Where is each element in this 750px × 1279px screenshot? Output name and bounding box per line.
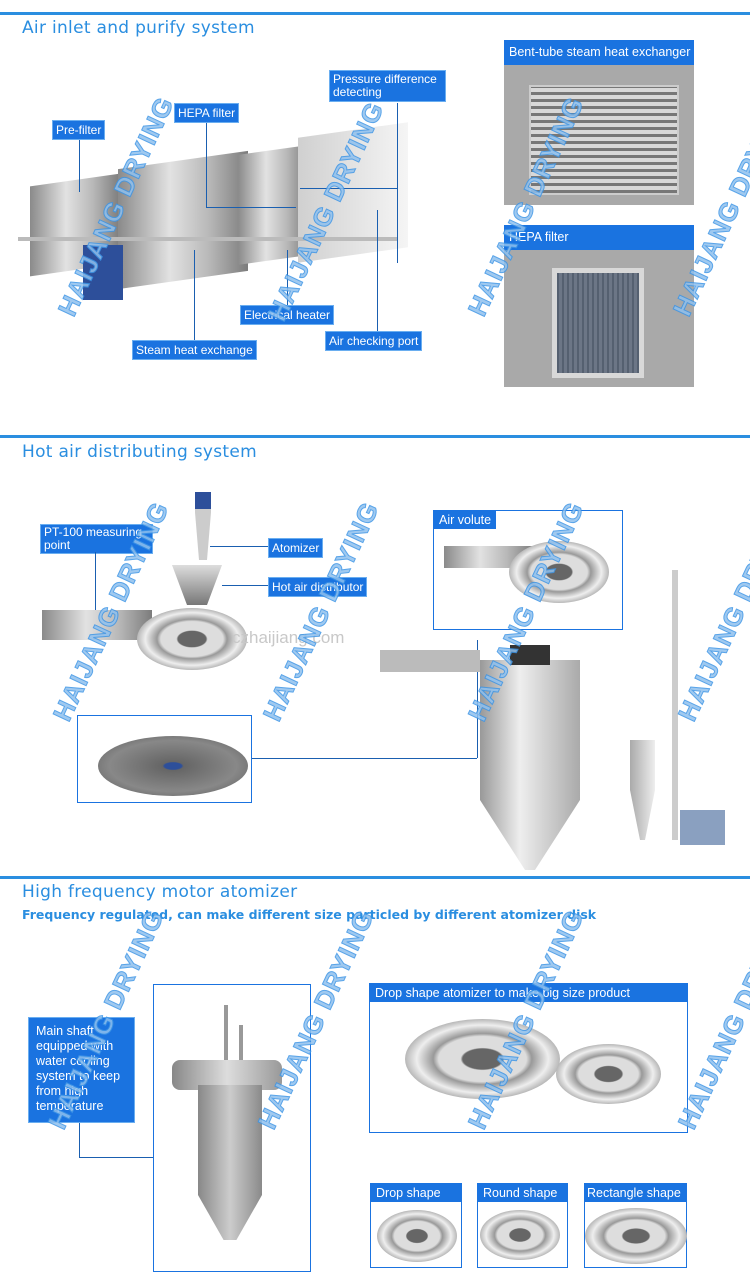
label-atomizer: Atomizer	[268, 538, 324, 558]
section-divider	[0, 876, 750, 879]
shape-card-drop: Drop shape	[370, 1183, 462, 1268]
label-pt100: PT-100 measuring point	[40, 524, 153, 554]
label-air-checking-port: Air checking port	[325, 331, 423, 351]
label-main-shaft: Main shaft equipped with water cooling s…	[28, 1017, 135, 1123]
shape-label: Round shape	[478, 1184, 567, 1202]
section-subtitle: Frequency regulated, can make different …	[22, 907, 597, 922]
shape-label: Drop shape	[371, 1184, 461, 1202]
hepa-filter-image	[504, 250, 694, 387]
shape-card-round: Round shape	[477, 1183, 568, 1268]
section-divider	[0, 12, 750, 15]
shape-card-rectangle: Rectangle shape	[584, 1183, 687, 1268]
panel-title: Bent-tube steam heat exchanger	[504, 40, 694, 65]
label-electrical-heater: Electrical heater	[240, 305, 335, 325]
panel-title: Air volute	[434, 511, 497, 529]
section-title-hot-air: Hot air distributing system	[22, 442, 258, 462]
panel-title: HEPA filter	[504, 225, 694, 250]
watermark: HAIJANG DRYING	[256, 496, 385, 726]
shape-label: Rectangle shape	[585, 1184, 686, 1202]
label-pre-filter: Pre-filter	[52, 120, 106, 140]
panel-title: Drop shape atomizer to make big size pro…	[370, 984, 687, 1002]
section-title-atomizer: High frequency motor atomizer	[22, 882, 298, 902]
section-divider	[0, 435, 750, 438]
heat-exchanger-image	[504, 65, 694, 205]
atomizer-motor-image	[153, 984, 311, 1272]
panel-air-volute: Air volute	[433, 510, 623, 630]
label-pressure-difference: Pressure difference detecting	[329, 70, 446, 102]
atomizer-image	[195, 492, 211, 560]
label-hot-air-distributor: Hot air distributor	[268, 577, 368, 597]
spray-dryer-image	[380, 560, 750, 876]
label-hepa-filter: HEPA filter	[174, 103, 240, 123]
site-watermark: czhaijiang.com	[232, 628, 345, 647]
air-duct-volute-image	[42, 598, 252, 670]
air-purify-unit-image	[18, 122, 408, 315]
label-steam-heat-exchange: Steam heat exchange	[132, 340, 257, 360]
panel-drop-shape-atomizer: Drop shape atomizer to make big size pro…	[369, 983, 688, 1133]
panel-hepa-filter: HEPA filter	[504, 225, 694, 387]
section-title-air-inlet: Air inlet and purify system	[22, 18, 255, 38]
distributor-detail-image	[77, 715, 252, 803]
